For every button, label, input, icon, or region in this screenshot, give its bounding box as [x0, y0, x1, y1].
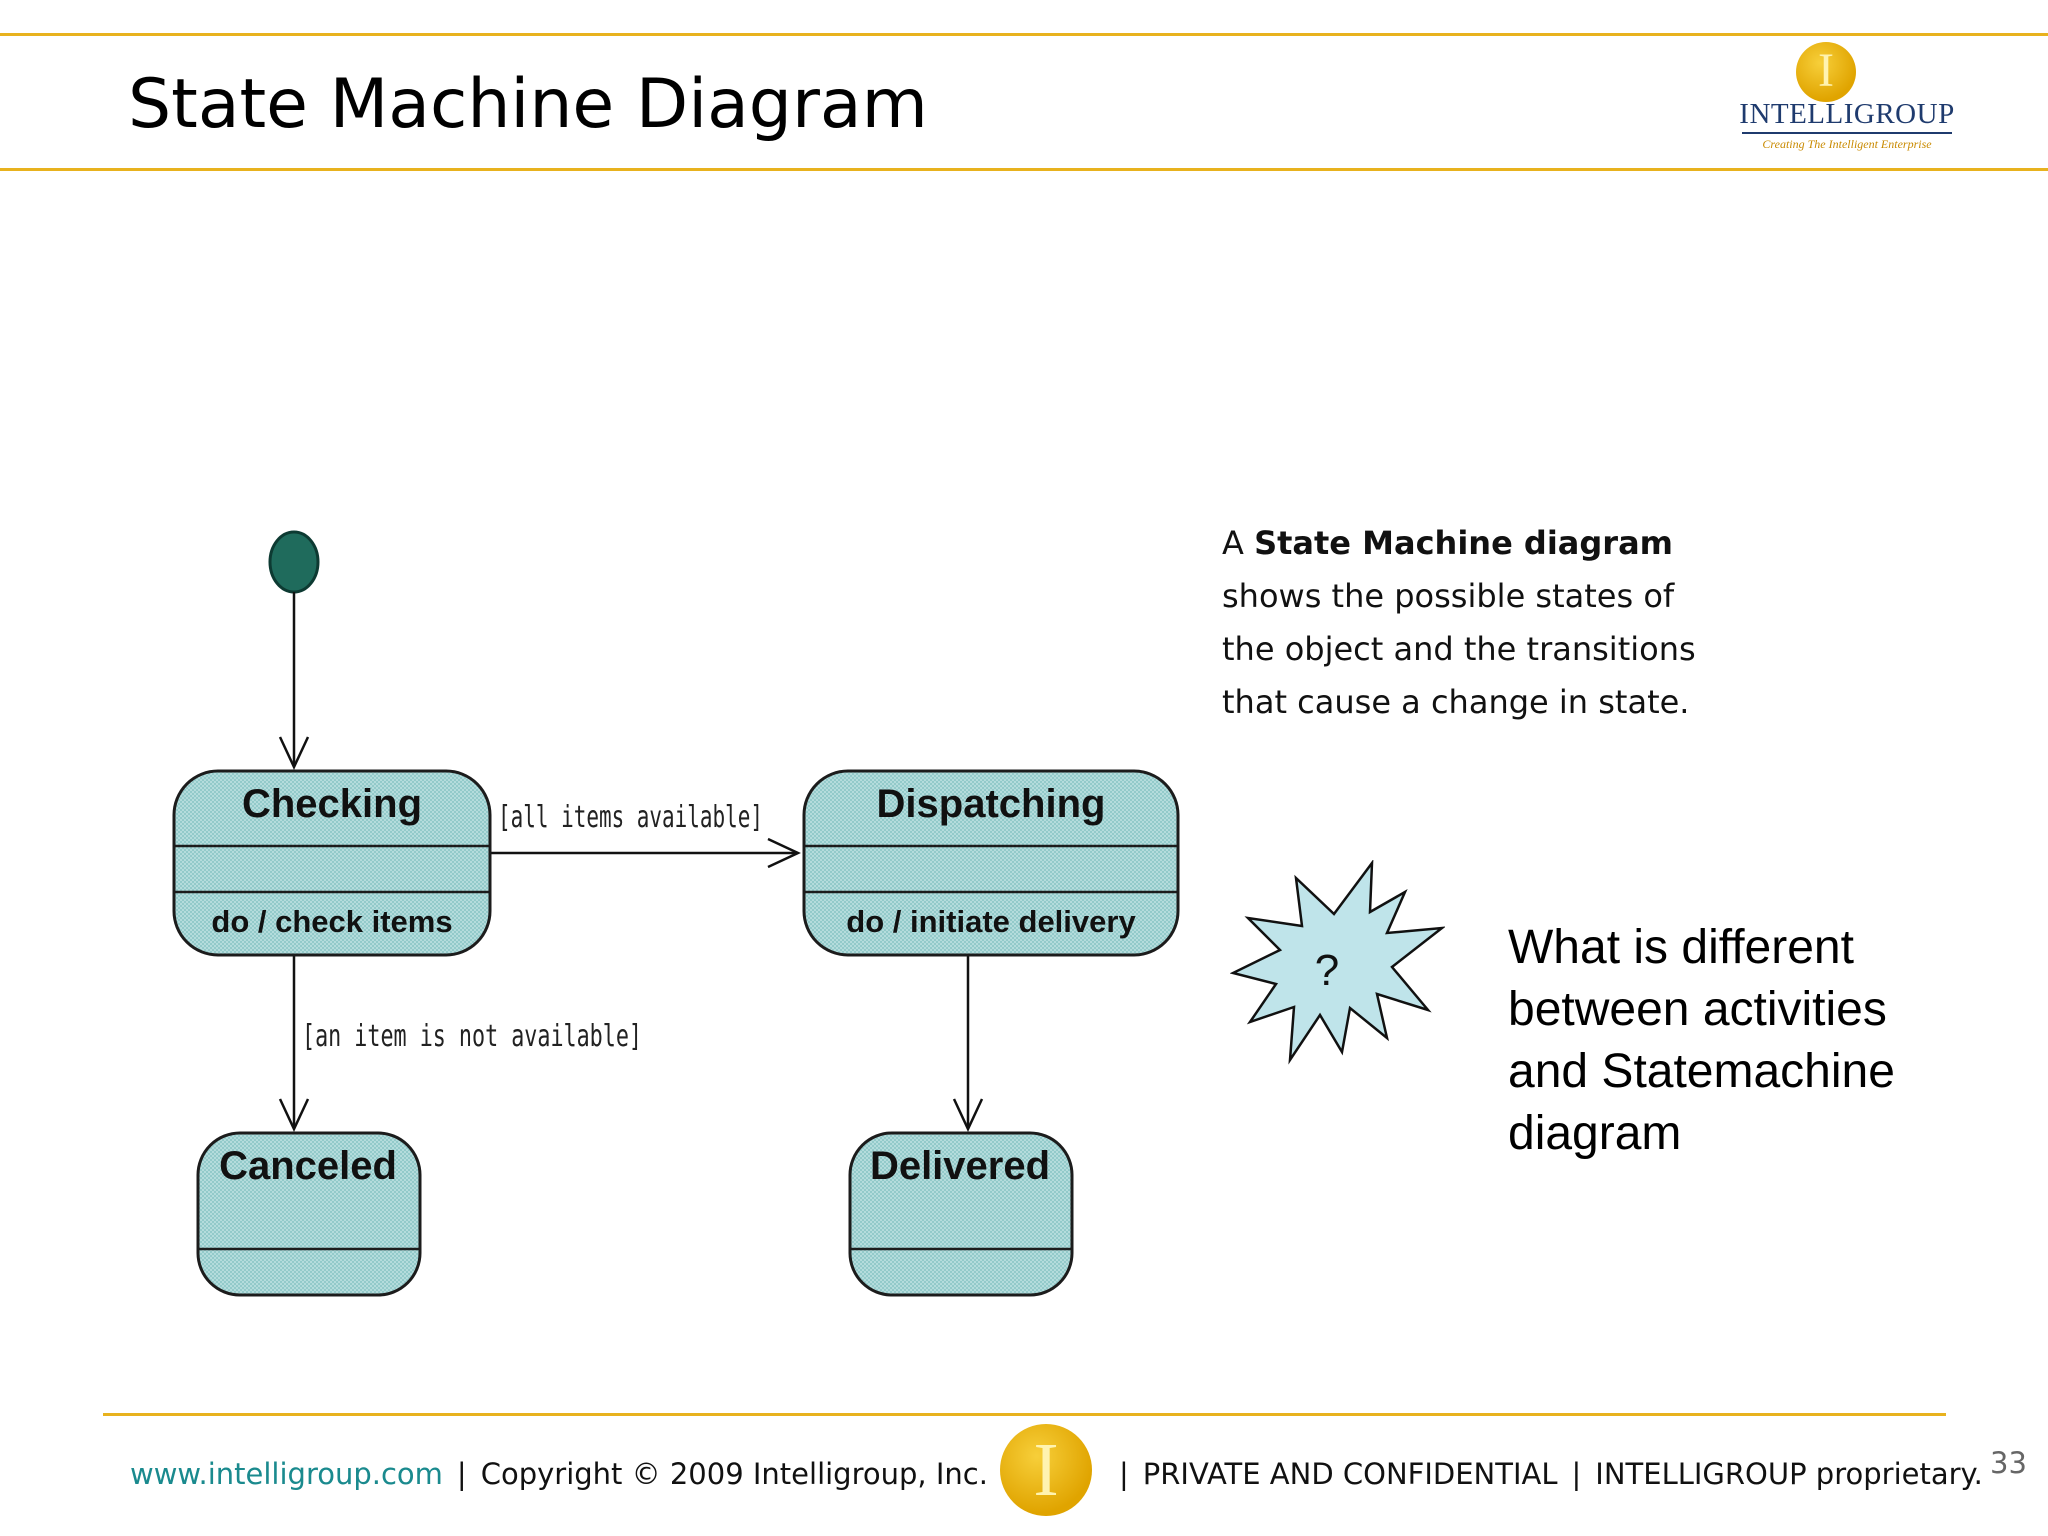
state-dispatching-activity: do / initiate delivery — [846, 904, 1136, 939]
question-line-4: diagram — [1508, 1107, 1682, 1160]
description-term: State Machine diagram — [1254, 524, 1674, 562]
footer-separator: | — [1119, 1457, 1129, 1491]
footer-right: | PRIVATE AND CONFIDENTIAL | INTELLIGROUP p… — [1105, 1452, 1983, 1496]
top-rule — [0, 33, 2048, 36]
footer-separator: | — [1571, 1457, 1582, 1491]
guard-label-item-not-available: [an item is not available] — [302, 1019, 642, 1054]
description-text: A State Machine diagram shows the possib… — [1222, 517, 1742, 729]
transition-dispatching-to-delivered — [952, 955, 984, 1132]
footer-separator: | — [456, 1457, 467, 1491]
footer-website-link[interactable]: www.intelligroup.com — [130, 1457, 443, 1491]
title-rule — [0, 168, 2048, 171]
logo-underline — [1742, 132, 1952, 134]
logo-wordmark: INTELLIGROUP — [1739, 98, 1955, 130]
state-delivered: Delivered — [848, 1131, 1074, 1297]
footer-left: www.intelligroup.com | Copyright © 2009 In… — [130, 1452, 1026, 1496]
footer-rule — [103, 1413, 1946, 1416]
transition-checking-to-canceled — [278, 955, 310, 1132]
question-line-1: What is different — [1508, 921, 1854, 974]
page-number: 33 — [1990, 1446, 2027, 1480]
description-line-2: shows the possible states of — [1222, 577, 1675, 615]
initial-state-node — [268, 530, 320, 594]
footer-copyright: Copyright © 2009 Intelligroup, Inc. — [480, 1457, 988, 1491]
description-line-4: that cause a change in state. — [1222, 683, 1690, 721]
transition-checking-to-dispatching — [491, 837, 801, 869]
transition-start-to-checking — [278, 592, 310, 770]
state-checking: Checking do / check items — [172, 769, 492, 957]
state-delivered-name: Delivered — [870, 1144, 1050, 1188]
footer-logo-icon: I — [1000, 1424, 1092, 1516]
state-dispatching: Dispatching do / initiate delivery — [802, 769, 1180, 957]
question-line-2: between activities — [1508, 983, 1887, 1036]
question-starburst-icon: ? — [1230, 860, 1445, 1065]
question-line-3: and Statemachine — [1508, 1045, 1895, 1098]
state-canceled-name: Canceled — [219, 1144, 397, 1188]
state-canceled: Canceled — [196, 1131, 422, 1297]
intelligroup-logo: I INTELLIGROUP Creating The Intelligent … — [1736, 40, 1958, 160]
description-line-1: A State Machine diagram — [1222, 524, 1674, 562]
state-dispatching-name: Dispatching — [877, 782, 1106, 826]
guard-label-all-items-available: [all items available] — [498, 800, 763, 835]
question-mark: ? — [1315, 946, 1339, 995]
question-text: What is different between activities and… — [1508, 917, 1978, 1165]
state-checking-name: Checking — [242, 782, 422, 826]
footer-proprietary: INTELLIGROUP proprietary. — [1595, 1457, 1983, 1491]
logo-tagline: Creating The Intelligent Enterprise — [1762, 137, 1932, 151]
description-line-3: the object and the transitions — [1222, 630, 1696, 668]
state-machine-diagram: [all items available] [an item is not av… — [172, 530, 1180, 1297]
state-checking-activity: do / check items — [211, 904, 452, 939]
page-title: State Machine Diagram — [128, 65, 928, 144]
logo-mark-icon: I — [1796, 42, 1856, 102]
footer-confidential: PRIVATE AND CONFIDENTIAL — [1142, 1457, 1558, 1491]
